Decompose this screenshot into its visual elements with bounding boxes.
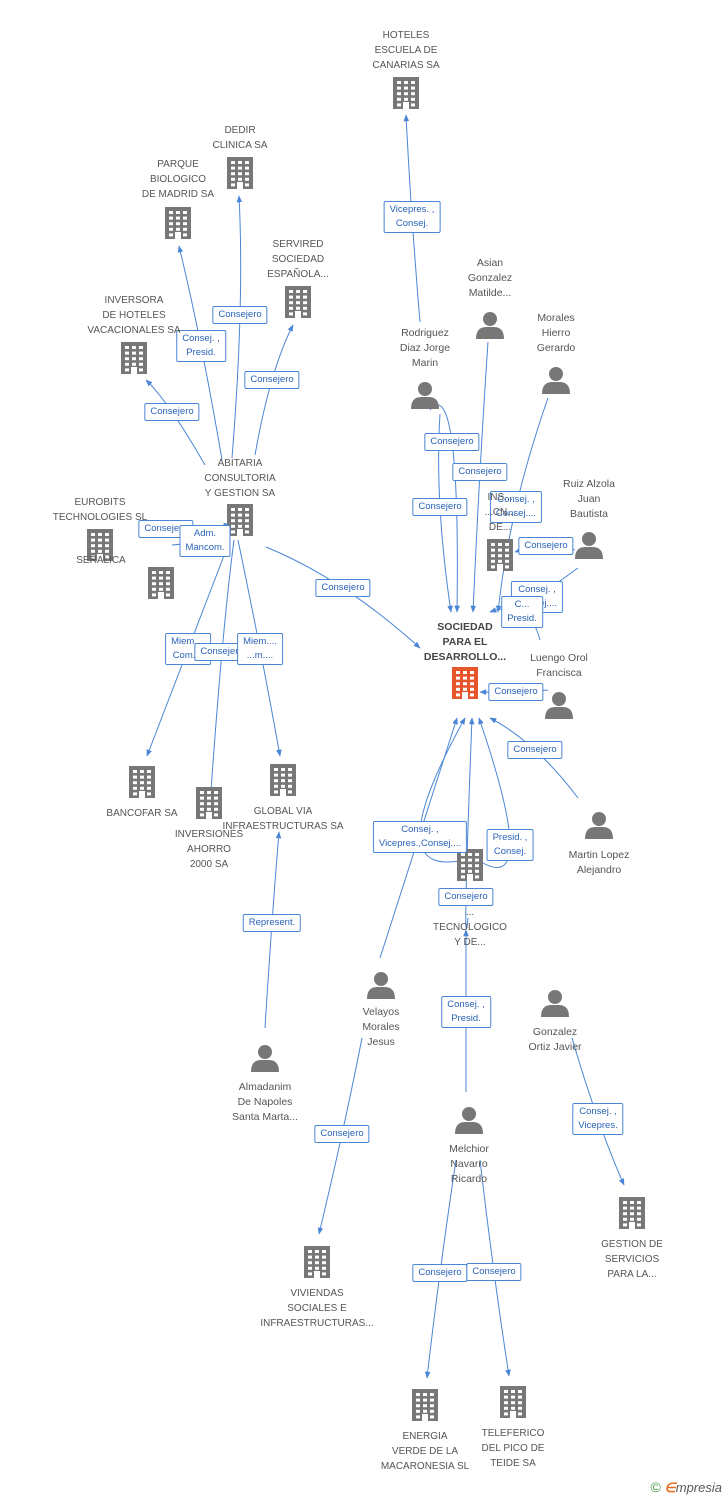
edge-role-label[interactable]: Presid. , Consej. <box>486 829 534 861</box>
company-node-label[interactable]: VIVIENDAS SOCIALES E INFRAESTRUCTURAS... <box>260 1288 374 1329</box>
person-icon[interactable] <box>411 382 439 409</box>
person-icon[interactable] <box>455 1107 483 1134</box>
company-node-label[interactable]: SERVIRED SOCIEDAD ESPAÑOLA... <box>267 239 329 280</box>
building-icon[interactable] <box>196 787 222 819</box>
edge-role-label[interactable]: Consejero <box>518 537 574 555</box>
building-icon[interactable] <box>285 286 311 318</box>
building-icon[interactable] <box>457 849 483 881</box>
person-icon[interactable] <box>251 1045 279 1072</box>
person-icon[interactable] <box>545 692 573 719</box>
building-icon[interactable] <box>393 77 419 109</box>
building-icon[interactable] <box>129 766 155 798</box>
empresia-footer: © ∈mpresia <box>650 1479 722 1495</box>
company-node-label[interactable]: SERALICA <box>76 555 126 566</box>
edge-line <box>207 539 235 806</box>
building-icon[interactable] <box>165 207 191 239</box>
edge-line <box>254 324 294 456</box>
edge-role-label[interactable]: Consej. , Presid. <box>176 330 226 362</box>
building-icon[interactable] <box>148 567 174 599</box>
person-node-label[interactable]: Gonzalez Ortiz Javier <box>528 1026 582 1053</box>
company-node-label[interactable]: GESTION DE SERVICIOS PARA LA... <box>601 1239 663 1280</box>
company-node-label[interactable]: INVERSORA DE HOTELES VACACIONALES SA <box>87 295 181 336</box>
edge-line <box>231 195 243 459</box>
edge-role-label[interactable]: Miem.... ...m.... <box>237 633 283 665</box>
person-icon[interactable] <box>585 812 613 839</box>
building-icon[interactable] <box>87 529 113 561</box>
person-icon[interactable] <box>367 972 395 999</box>
person-icon[interactable] <box>542 367 570 394</box>
building-icon[interactable] <box>304 1246 330 1278</box>
edge-role-label[interactable]: C... Presid. <box>501 596 543 628</box>
edge-role-label[interactable]: Consejero <box>488 683 544 701</box>
company-node-label[interactable]: EUROBITS TECHNOLOGIES SL <box>52 497 148 523</box>
person-icon[interactable] <box>541 990 569 1017</box>
company-node-label[interactable]: INS... ...CN... DE... <box>484 492 516 533</box>
edge-role-label[interactable]: Consejero <box>315 579 371 597</box>
company-node-label[interactable]: INVERSIONES AHORRO 2000 SA <box>174 829 244 870</box>
edge-role-label[interactable]: Consejero <box>412 1264 468 1282</box>
person-node-label[interactable]: Martin Lopez Alejandro <box>568 849 630 876</box>
building-icon[interactable] <box>270 764 296 796</box>
company-node-label[interactable]: TELEFERICO DEL PICO DE TEIDE SA <box>481 1428 545 1469</box>
edge-role-label[interactable]: Consejero <box>507 741 563 759</box>
company-node-label[interactable]: GLOBAL VIA INFRAESTRUCTURAS SA <box>222 806 344 832</box>
edge-role-label[interactable]: Consejero <box>424 433 480 451</box>
edge-role-label[interactable]: Consejero <box>212 306 268 324</box>
edge-role-label[interactable]: Consejero <box>314 1125 370 1143</box>
company-node-label[interactable]: ENERGIA VERDE DE LA MACARONESIA SL <box>380 1431 470 1472</box>
company-node-label[interactable]: BANCOFAR SA <box>106 808 178 819</box>
edge-role-label[interactable]: Consej. , Presid. <box>441 996 491 1028</box>
edge-role-label[interactable]: Consejero <box>466 1263 522 1281</box>
person-node-label[interactable]: Rodriguez Diaz Jorge Marin <box>399 327 451 369</box>
edge-role-label[interactable]: Consej. , Vicepres.,Consej.... <box>372 821 468 853</box>
building-icon[interactable] <box>500 1386 526 1418</box>
person-node-label[interactable]: Melchior Navarro Ricardo <box>449 1143 489 1185</box>
building-icon[interactable] <box>619 1197 645 1229</box>
person-node-label[interactable]: Luengo Orol Francisca <box>530 652 588 679</box>
edge-role-label[interactable]: Adm. Mancom. <box>179 525 231 557</box>
building-icon[interactable] <box>121 342 147 374</box>
company-node-label[interactable]: SOCIEDAD PARA EL DESARROLLO... <box>423 621 507 663</box>
company-node-label[interactable]: ABITARIA CONSULTORIA Y GESTION SA <box>204 458 276 499</box>
person-node-label[interactable]: Velayos Morales Jesus <box>362 1006 400 1048</box>
building-icon[interactable] <box>452 667 478 699</box>
company-node-label[interactable]: ... TECNOLOGICO Y DE... <box>433 907 507 948</box>
person-node-label[interactable]: Asian Gonzalez Matilde... <box>467 257 513 299</box>
edge-role-label[interactable]: Consejero <box>244 371 300 389</box>
building-icon[interactable] <box>227 157 253 189</box>
company-node-label[interactable]: PARQUE BIOLOGICO DE MADRID SA <box>141 159 215 200</box>
person-node-label[interactable]: Morales Hierro Gerardo <box>536 312 576 354</box>
building-icon[interactable] <box>487 539 513 571</box>
person-icon[interactable] <box>575 532 603 559</box>
edge-role-label[interactable]: Consejero <box>438 888 494 906</box>
edge-role-label[interactable]: Consejero <box>412 498 468 516</box>
company-node-label[interactable]: DEDIR CLINICA SA <box>212 125 268 151</box>
edge-role-label[interactable]: Consej. , Vicepres. <box>572 1103 624 1135</box>
building-icon[interactable] <box>227 504 253 536</box>
edge-role-label[interactable]: Consejero <box>452 463 508 481</box>
edge-role-label[interactable]: Vicepres. , Consej. <box>383 201 441 233</box>
edge-line <box>145 379 206 466</box>
person-node-label[interactable]: Ruiz Alzola Juan Bautista <box>563 478 615 520</box>
company-node-label[interactable]: HOTELES ESCUELA DE CANARIAS SA <box>372 30 440 71</box>
edge-role-label[interactable]: Represent. <box>242 914 302 932</box>
edge-role-label[interactable]: Consej. , Consej.... <box>489 491 543 523</box>
building-icon[interactable] <box>412 1389 438 1421</box>
edge-role-label[interactable]: Consejero <box>144 403 200 421</box>
person-icon[interactable] <box>476 312 504 339</box>
person-node-label[interactable]: Almadanim De Napoles Santa Marta... <box>232 1081 298 1123</box>
